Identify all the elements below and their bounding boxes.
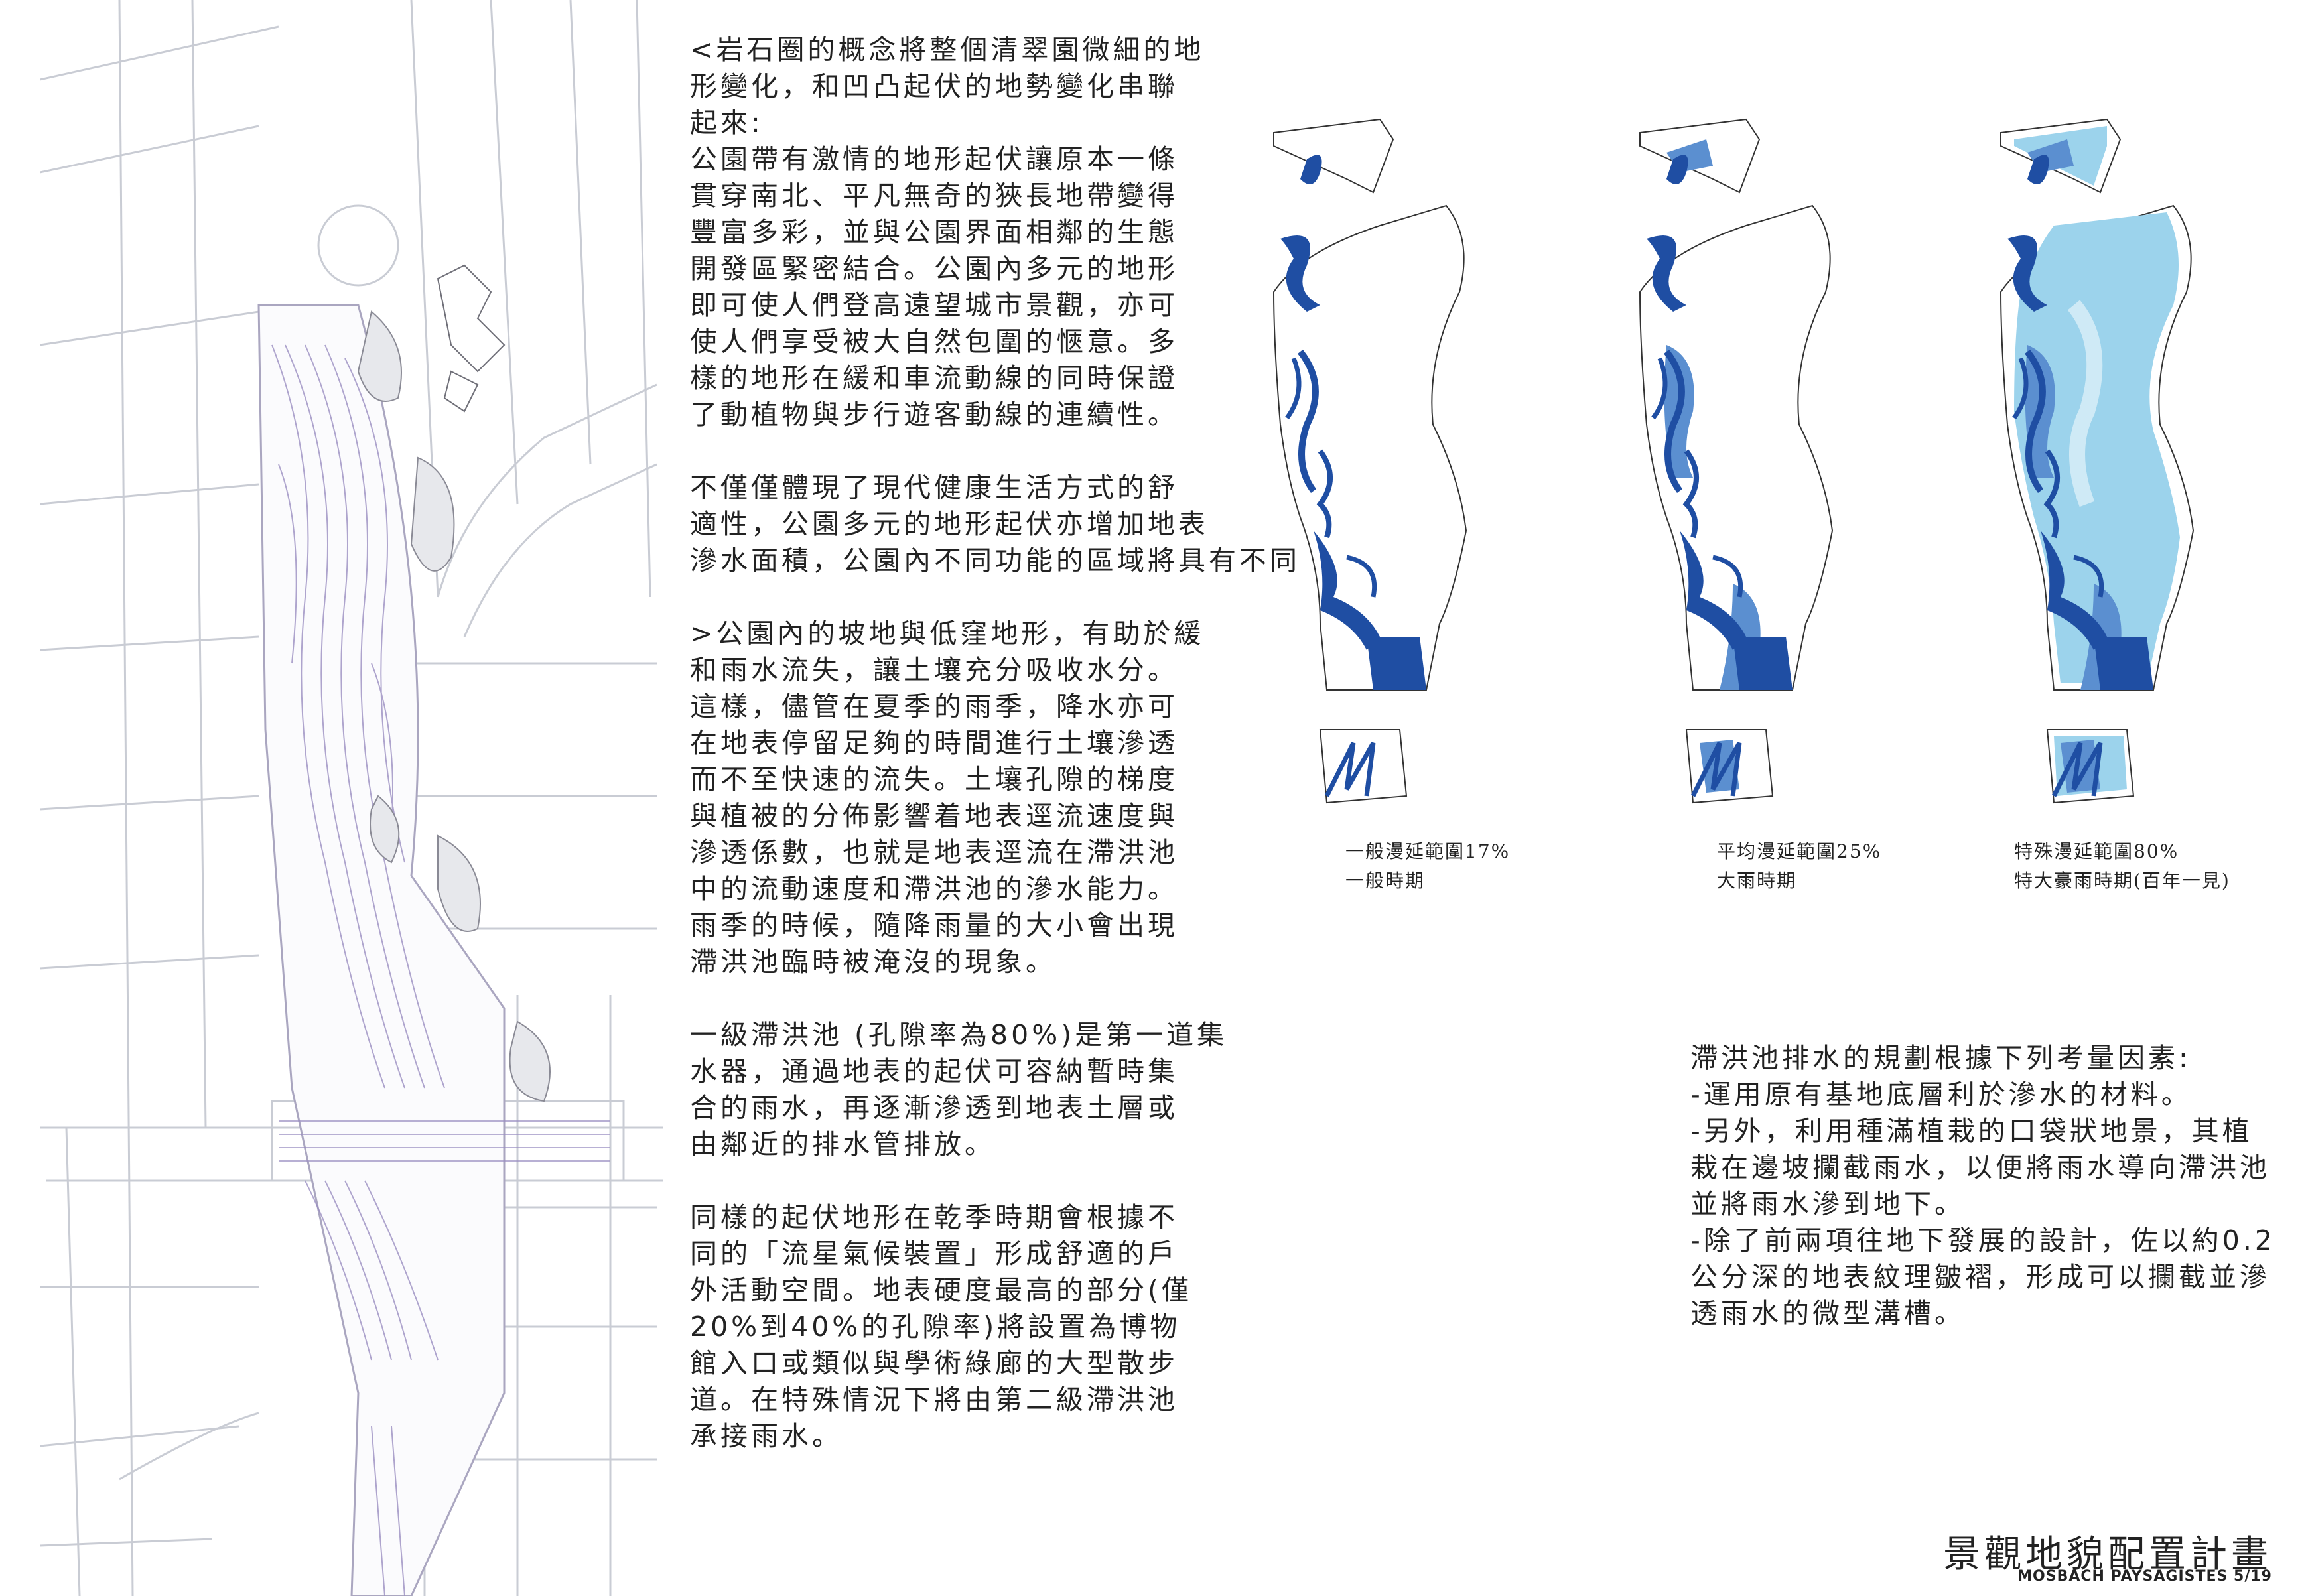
paragraph-line: 水器，通過地表的起伏可容納暫時集 [690, 1055, 1178, 1087]
channel-middle-west [2012, 357, 2029, 420]
lower-parcel-outline [1319, 729, 1408, 804]
diagram-1-caption-line-2: 一般時期 [1345, 870, 1426, 892]
paragraph-line: 滲水面積，公園內不同功能的區域將具有不同 [690, 545, 1300, 576]
paragraph-line: 貫穿南北、平凡無奇的狹長地帶變得 [690, 180, 1178, 212]
paragraph-line: 雨季的時候，隨降雨量的大小會出現 [690, 909, 1178, 941]
text-column-right: 滯洪池排水的規劃根據下列考量因素: -運用原有基地底層利於滲水的材料。 -另外，利用… [1690, 1040, 2274, 1332]
page-subtitle: MOSBACH PAYSAGISTES 5/19 [2017, 1568, 2272, 1585]
paragraph-line: 道。在特殊情況下將由第二級滯洪池 [690, 1384, 1178, 1416]
paragraph-line: 同的「流星氣候裝置」形成舒適的戶 [690, 1238, 1178, 1270]
diagram-3-caption-line-2: 特大豪雨時期(百年一見) [2014, 870, 2230, 892]
flood-diagrams [1272, 118, 2195, 804]
paragraph-line: 透雨水的微型溝槽。 [1690, 1297, 1965, 1329]
paragraph-line: 合的雨水，再逐漸滲透到地表土層或 [690, 1092, 1178, 1124]
channel-middle [2025, 349, 2046, 493]
paragraph-line: 與植被的分佈影響着地表逕流速度與 [690, 800, 1178, 832]
paragraph-line: 這樣，儘管在夏季的雨季，降水亦可 [690, 691, 1178, 722]
paragraph-line: -運用原有基地底層利於滲水的材料。 [1690, 1079, 2192, 1110]
diagram-3-caption-line-1: 特殊漫延範圍80% [2014, 840, 2179, 862]
upper-pond [1666, 155, 1688, 184]
mid-flood-lower [1700, 740, 1739, 793]
flood-diagram-2 [1639, 118, 1834, 804]
paragraph-line: 樣的地形在緩和車流動線的同時保證 [690, 362, 1178, 394]
lower-channels [1690, 742, 1742, 797]
paragraph-line: 並將雨水滲到地下。 [1690, 1188, 1965, 1220]
diagram-2-caption-line-1: 平均漫延範圍25% [1717, 840, 1882, 862]
diagram-3-caption: 特殊漫延範圍80% 特大豪雨時期(百年一見) [2014, 837, 2230, 896]
channel-middle-south [1682, 449, 1699, 539]
paragraph-line: 起來: [690, 107, 764, 139]
paragraph-line: 公分深的地表紋理皺褶，形成可以攔截並滲 [1690, 1261, 2270, 1293]
pond-south [1314, 531, 1380, 650]
paragraph-1: <岩石圈的概念將整個清翠園微細的地形變化，和凹凸起伏的地勢變化串聯起來: 公園帶有… [690, 32, 1207, 433]
paragraph-line: 滯洪池臨時被淹沒的現象。 [690, 946, 1056, 978]
paragraph-line: 由鄰近的排水管排放。 [690, 1128, 995, 1160]
paragraph-line: 承接雨水。 [690, 1420, 843, 1452]
paragraph-line: 一級滯洪池 (孔隙率為80%)是第一道集 [690, 1019, 1228, 1051]
diagram-1-caption: 一般漫延範圍17% 一般時期 [1345, 837, 1510, 896]
text-column-left: <岩石圈的概念將整個清翠園微細的地形變化，和凹凸起伏的地勢變化串聯起來: 公園帶有… [690, 32, 1300, 1491]
pond-south [1680, 531, 1746, 650]
paragraph-line: 滲透係數，也就是地表逕流在滯洪池 [690, 836, 1178, 868]
paragraph-line: 不僅僅體現了現代健康生活方式的舒 [690, 472, 1178, 503]
paragraph-line: 館入口或類似與學術綠廊的大型散步 [690, 1347, 1178, 1379]
paragraph-line: 公園帶有激情的地形起伏讓原本一條 [690, 143, 1178, 175]
pond-north [2007, 235, 2047, 312]
paragraph-2: 不僅僅體現了現代健康生活方式的舒適性，公園多元的地形起伏亦增加地表滲水面積，公園… [690, 470, 1300, 579]
site-plan-drawing [40, 0, 663, 1596]
paragraph-line: 即可使人們登高遠望城市景觀，亦可 [690, 289, 1178, 321]
paragraph-line: 20%到40%的孔隙率)將設置為博物 [690, 1311, 1181, 1343]
paragraph-line: <岩石圈的概念將整個清翠園微細的地 [690, 34, 1205, 66]
paragraph-5: 同樣的起伏地形在乾季時期會根據不同的「流星氣候裝置」形成舒適的戶外活動空間。地表… [690, 1199, 1207, 1455]
outlet-pond [2094, 637, 2153, 690]
pond-north [1647, 235, 1686, 312]
paragraph-line: 栽在邊坡攔截雨水，以便將雨水導向滯洪池 [1690, 1152, 2270, 1183]
flood-diagram-1 [1272, 118, 1467, 804]
channel-middle [1298, 349, 1319, 493]
channel-south-east [1346, 555, 1377, 598]
paragraph-line: 開發區緊密結合。公園內多元的地形 [690, 253, 1178, 285]
channel-middle-west [1285, 357, 1302, 420]
paragraph-4: 一級滯洪池 (孔隙率為80%)是第一道集水器，通過地表的起伏可容納暫時集合的雨水… [690, 1017, 1228, 1163]
paragraph-line: 外活動空間。地表硬度最高的部分(僅 [690, 1274, 1192, 1306]
paragraph-line: 使人們享受被大自然包圍的愜意。多 [690, 326, 1178, 358]
paragraph-line: -另外，利用種滿植栽的口袋狀地景，其植 [1690, 1115, 2253, 1147]
paragraph-3: >公園內的坡地與低窪地形，有助於緩和雨水流失，讓土壤充分吸收水分。這樣，儘管在夏… [690, 616, 1207, 980]
upper-parcel-outline [1273, 118, 1394, 194]
mid-flood-lower [2061, 740, 2100, 793]
page-title: 景觀地貌配置計畫 [1943, 1533, 2272, 1576]
paragraph-line: -除了前兩項往地下發展的設計，佐以約0.2 [1690, 1225, 2275, 1256]
outlet-pond [1733, 637, 1793, 690]
channel-south-east [1712, 555, 1743, 598]
lower-channels [2051, 742, 2103, 797]
paragraph-line: 在地表停留足夠的時間進行土壤滲透 [690, 727, 1178, 759]
pale-overlay [2067, 300, 2103, 507]
paragraph-line: 而不至快速的流失。土壤孔隙的梯度 [690, 764, 1178, 795]
channel-south-east [2073, 555, 2104, 598]
paragraph-line: 形變化，和凹凸起伏的地勢變化串聯 [690, 70, 1178, 102]
diagram-1-caption-line-1: 一般漫延範圍17% [1345, 840, 1511, 862]
paragraph-line: 豐富多彩，並與公園界面相鄰的生態 [690, 216, 1178, 248]
flood-diagram-3 [1999, 118, 2195, 804]
paragraph-line: 和雨水流失，讓土壤充分吸收水分。 [690, 654, 1178, 686]
paragraph-line: 適性，公園多元的地形起伏亦增加地表 [690, 508, 1209, 540]
paragraph-line: >公園內的坡地與低窪地形，有助於緩 [690, 618, 1205, 649]
lower-channels [1324, 742, 1376, 797]
paragraph-line: 中的流動速度和滯洪池的滲水能力。 [690, 873, 1178, 905]
outlet-pond [1367, 637, 1426, 690]
channel-middle-west [1651, 357, 1668, 420]
upper-pond [2027, 155, 2049, 184]
channel-middle [1664, 349, 1685, 493]
diagram-2-caption: 平均漫延範圍25% 大雨時期 [1717, 837, 1881, 896]
diagram-2-caption-line-2: 大雨時期 [1717, 870, 1797, 892]
upper-pond [1300, 155, 1322, 184]
pond-north [1280, 235, 1320, 312]
channel-middle-south [1316, 449, 1333, 539]
paragraph-line: 同樣的起伏地形在乾季時期會根據不 [690, 1201, 1178, 1233]
pond-south [2041, 531, 2107, 650]
channel-middle-south [2043, 449, 2060, 539]
paragraph-line: 滯洪池排水的規劃根據下列考量因素: [1690, 1042, 2191, 1074]
paragraph-line: 了動植物與步行遊客動線的連續性。 [690, 399, 1178, 431]
